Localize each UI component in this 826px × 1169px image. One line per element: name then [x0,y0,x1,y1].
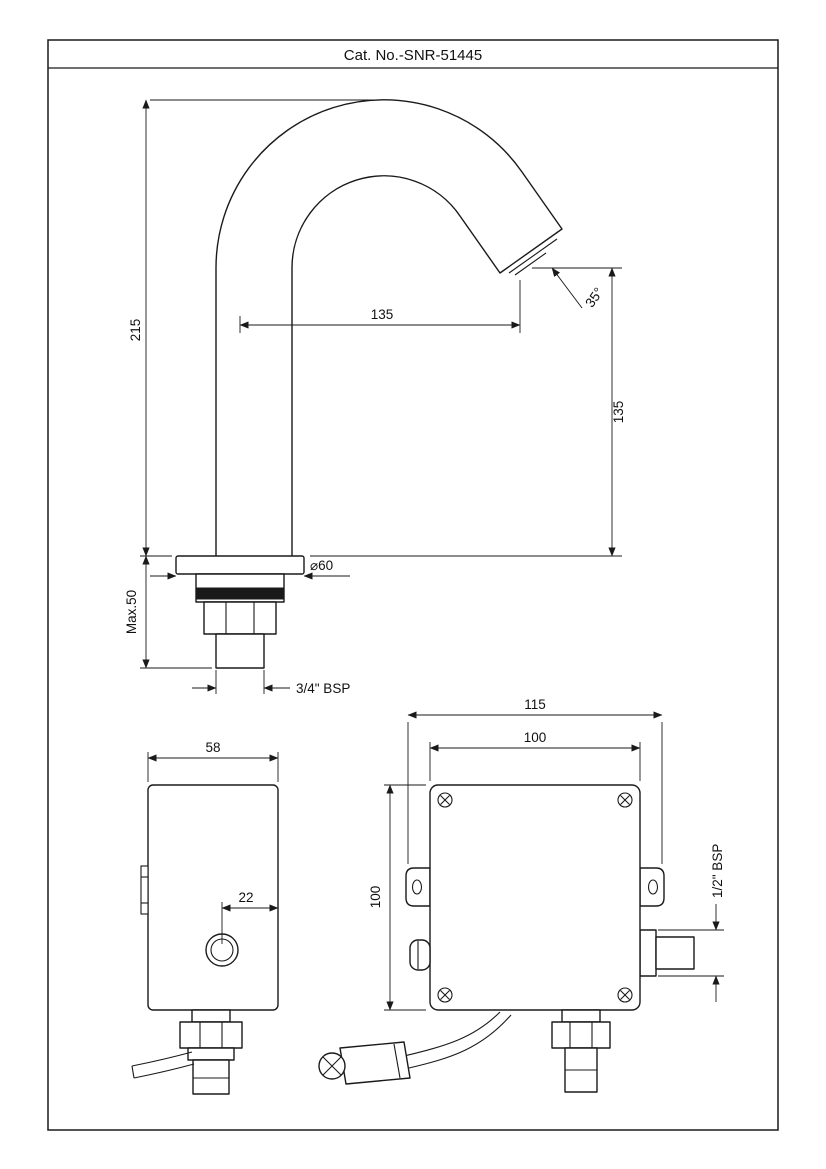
outlet-pipe [655,936,695,970]
dim-body-width: 100 [429,730,641,781]
side-cable-top [131,1051,193,1067]
side-cable-bottom [133,1063,195,1079]
control-box-front-view [318,784,695,1093]
dim-sensor-offset: 22 [221,890,279,944]
spout-locknut [203,601,277,635]
spout-rubber-washer [195,587,285,600]
side-neck [191,1009,231,1023]
dim-overall-width: 115 [407,697,663,864]
dim-spout-height: 215 [128,99,388,557]
dim-inlet-thread: 3/4" BSP [192,670,350,696]
spout-outlet-line2 [514,252,547,276]
dim-label-max-deck: Max.50 [124,590,139,634]
sensor-gland [409,939,431,971]
dim-label-flange-dia: ⌀60 [310,558,333,573]
spout-outlet-line [508,238,558,274]
front-neck [561,1009,601,1023]
dim-flange-diameter: ⌀60 [150,558,350,580]
spout-thread-shank [215,633,265,669]
dim-label-box-depth: 58 [205,740,220,755]
mounting-tab-right [639,867,665,907]
spout-flange [175,555,305,575]
plug-ridge [393,1043,401,1079]
dim-label-spout-height: 215 [128,319,143,342]
dim-max-deck: Max.50 [124,555,212,669]
dim-label-outlet-height: 135 [611,401,626,424]
plug-face-cross [322,1056,342,1076]
side-hex-nut [179,1021,243,1049]
dim-box-depth: 58 [147,740,279,782]
dim-outlet-thread: 1/2" BSP [658,844,725,1002]
mounting-hole-right [647,879,659,895]
plug-cable-bottom [408,1014,512,1069]
power-plug [318,1041,411,1085]
front-hex-nut [551,1021,611,1049]
spout-body [215,99,563,557]
outlet-flange [639,929,657,977]
side-box-body [147,784,279,1011]
dim-label-overall-width: 115 [524,697,546,712]
dim-body-height: 100 [368,784,426,1011]
catalog-number: Cat. No.-SNR-51445 [344,47,482,64]
control-box-side-view [131,784,279,1095]
side-cable-end [131,1065,135,1079]
mounting-tab-left [405,867,431,907]
corner-screws [437,792,633,1003]
mounting-hole-left [411,879,423,895]
dim-label-body-height: 100 [368,886,383,909]
spout-side-view [175,99,563,669]
front-box-body [429,784,641,1011]
side-bracket [140,865,149,915]
plug-cable-top [403,1011,501,1057]
side-collar [187,1047,235,1061]
dim-spout-reach: 135 [239,280,521,333]
dim-label-inlet-thread: 3/4" BSP [296,681,350,696]
dim-label-spout-reach: 135 [371,307,394,322]
dim-label-sensor-offset: 22 [238,890,253,905]
dim-outlet-height: 135 [310,267,626,557]
dim-label-body-width: 100 [524,730,547,745]
side-pipe [192,1059,230,1095]
dim-label-outlet-thread: 1/2" BSP [710,844,725,898]
